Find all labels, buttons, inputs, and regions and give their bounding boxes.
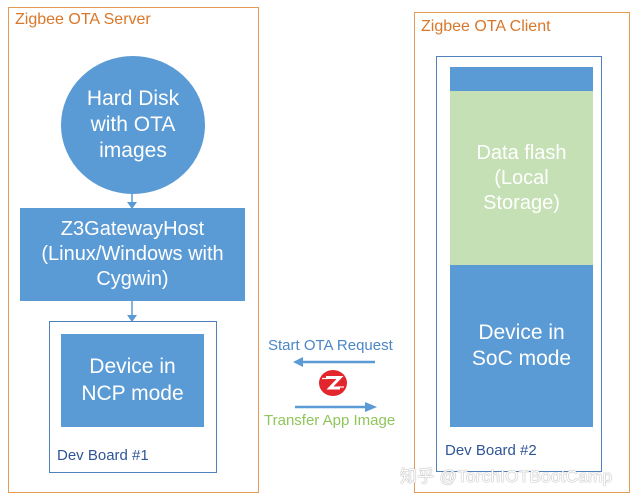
gateway-host-node: Z3GatewayHost (Linux/Windows with Cygwin… xyxy=(20,208,245,301)
server-title: Zigbee OTA Server xyxy=(15,11,151,28)
hard-disk-label: Hard Disk with OTA images xyxy=(86,86,180,163)
soc-device-label: Device in SoC mode xyxy=(471,320,572,370)
data-flash-node: Data flash (Local Storage) xyxy=(450,91,593,265)
watermark-text: 知乎 @TorchIOTBootCamp xyxy=(400,467,613,486)
dev-board-1 xyxy=(49,321,217,473)
start-ota-request-label: Start OTA Request xyxy=(268,337,393,354)
dev-board-2-label: Dev Board #2 xyxy=(445,442,537,459)
transfer-arrow-icon xyxy=(295,402,377,412)
server-panel xyxy=(8,7,259,493)
dev-board-1-label: Dev Board #1 xyxy=(57,447,149,464)
gateway-host-label: Z3GatewayHost (Linux/Windows with Cygwin… xyxy=(41,218,224,290)
request-arrow-icon xyxy=(293,357,375,367)
flash-header-bar xyxy=(450,67,593,91)
connector-gateway-board xyxy=(127,300,137,322)
hard-disk-node: Hard Disk with OTA images xyxy=(61,56,205,194)
client-panel xyxy=(414,12,630,493)
data-flash-label: Data flash (Local Storage) xyxy=(476,141,567,214)
transfer-app-image-label: Transfer App Image xyxy=(264,412,396,429)
client-title: Zigbee OTA Client xyxy=(421,18,551,35)
zigbee-logo-icon xyxy=(319,370,347,396)
dev-board-2 xyxy=(436,56,602,472)
ncp-device-node: Device in NCP mode xyxy=(61,334,204,427)
connector-disk-gateway xyxy=(127,192,137,209)
ncp-device-label: Device in NCP mode xyxy=(81,355,184,405)
soc-device-node: Device in SoC mode xyxy=(450,265,593,427)
